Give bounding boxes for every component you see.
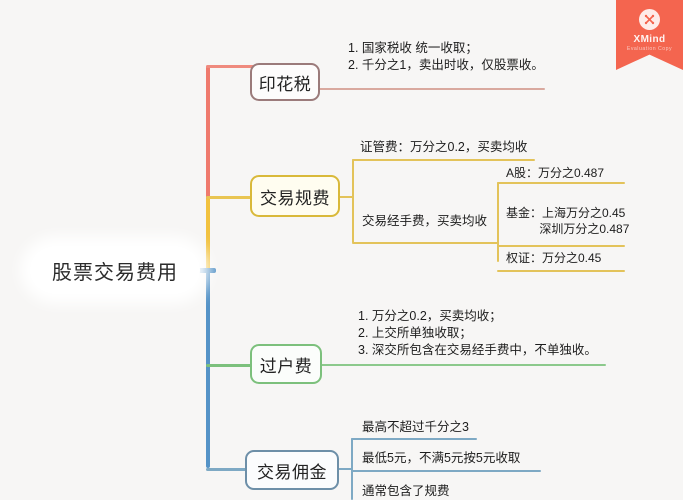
topic-trading-regulatory-fee[interactable]: 交易规费: [250, 175, 340, 217]
leaf-commission-includes-fees: 通常包含了规费: [362, 484, 450, 498]
leaf-underline-stamp-duty: [318, 88, 545, 90]
connector-nested-leaf-3: [497, 245, 625, 247]
subspine-regulatory-nested: [497, 182, 499, 262]
leaf-underline-transfer-fee: [320, 364, 606, 366]
leaf-commission-max-rate: 最高不超过千分之3: [362, 420, 469, 434]
leaf-regulatory-handling-fee: 交易经手费，买卖均收: [362, 214, 488, 228]
connector-transfer-fee: [206, 364, 254, 367]
topic-label-transfer-fee: 过户费: [259, 356, 313, 376]
root-connector-nub: [196, 268, 216, 273]
root-node-label: 股票交易费用: [52, 261, 178, 284]
root-node[interactable]: 股票交易费用: [30, 246, 200, 294]
leaf-nested-fund: 基金：上海万分之0.45 深圳万分之0.487: [506, 206, 630, 236]
leaf-nested-warrant: 权证：万分之0.45: [506, 251, 602, 265]
xmind-evaluation-subtext: Evaluation Copy: [626, 46, 673, 52]
connector-commission-stem: [337, 468, 353, 470]
topic-stamp-duty[interactable]: 印花税: [250, 63, 320, 101]
connector-trading-commission: [206, 468, 248, 471]
connector-commission-leaf-1: [351, 438, 477, 440]
xmind-watermark-ribbon: XMind Evaluation Copy: [616, 0, 683, 70]
connector-trading-regulatory-fee: [206, 196, 254, 199]
subspine-commission: [351, 438, 353, 500]
subspine-regulatory: [352, 159, 354, 243]
trunk-segment-bottom: [206, 272, 210, 468]
topic-transfer-fee[interactable]: 过户费: [250, 344, 322, 384]
topic-label-stamp-duty: 印花税: [258, 74, 312, 94]
connector-regulatory-leaf-2: [352, 242, 498, 244]
connector-nested-stem: [484, 242, 499, 244]
topic-trading-commission[interactable]: 交易佣金: [245, 450, 339, 490]
connector-nested-leaf-3-underline: [497, 270, 625, 272]
topic-label-trading-commission: 交易佣金: [257, 462, 327, 482]
connector-stem-regulatory: [338, 196, 354, 198]
xmind-x-logo-icon: [639, 9, 660, 30]
leaf-stamp-duty-detail: 1. 国家税收 统一收取； 2. 千分之1，卖出时收，仅股票收。: [348, 41, 544, 72]
xmind-wordmark: XMind: [633, 34, 666, 45]
leaf-transfer-fee-detail: 1. 万分之0.2，买卖均收； 2. 上交所单独收取； 3. 深交所包含在交易经…: [358, 309, 597, 357]
trunk-segment-top: [206, 66, 210, 265]
leaf-commission-min-amount: 最低5元，不满5元按5元收取: [362, 451, 521, 465]
connector-regulatory-leaf-1: [352, 159, 535, 161]
topic-label-trading-regulatory-fee: 交易规费: [260, 188, 330, 208]
connector-commission-leaf-2: [351, 470, 541, 472]
connector-nested-leaf-1: [497, 182, 625, 184]
leaf-regulatory-supervision-fee: 证管费：万分之0.2，买卖均收: [360, 140, 528, 154]
trunk-segment-mid: [206, 198, 210, 278]
connector-stamp-duty: [206, 65, 254, 68]
leaf-nested-a-shares: A股：万分之0.487: [506, 166, 605, 180]
